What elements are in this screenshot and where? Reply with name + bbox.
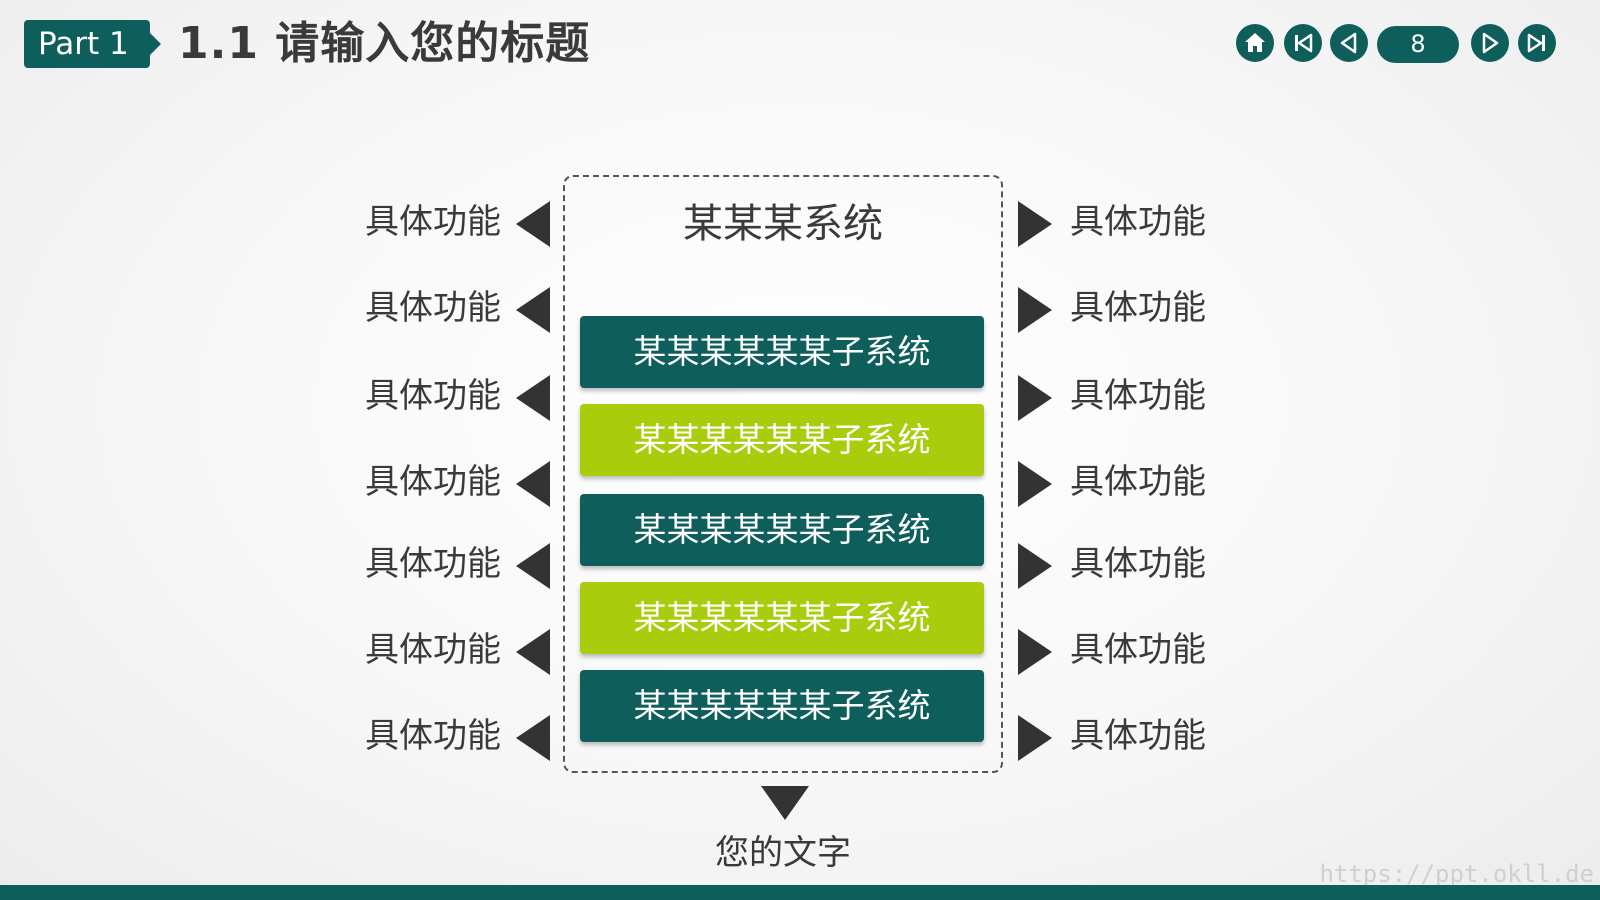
footer-bar: [0, 885, 1600, 900]
home-button[interactable]: [1236, 24, 1274, 62]
arrow-left-icon: [516, 375, 550, 421]
right-function-label: 具体功能: [1070, 630, 1206, 670]
subsystem-block[interactable]: 某某某某某某子系统: [580, 670, 984, 742]
next-page-button[interactable]: [1471, 24, 1509, 62]
arrow-right-icon: [1018, 201, 1052, 247]
page-number: 8: [1377, 26, 1459, 63]
last-page-button[interactable]: [1518, 24, 1556, 62]
system-title: 某某某系统: [683, 201, 883, 247]
arrow-right-icon: [1018, 461, 1052, 507]
arrow-left-icon: [516, 715, 550, 761]
subsystem-block[interactable]: 某某某某某某子系统: [580, 404, 984, 476]
arrow-right-icon: [1018, 375, 1052, 421]
part-badge: Part 1: [24, 20, 161, 68]
subsystem-block[interactable]: 某某某某某某子系统: [580, 582, 984, 654]
subsystem-block[interactable]: 某某某某某某子系统: [580, 494, 984, 566]
right-function-label: 具体功能: [1070, 376, 1206, 416]
left-function-label: 具体功能: [365, 630, 501, 670]
arrow-right-icon: [1018, 715, 1052, 761]
arrow-right-icon: [1018, 629, 1052, 675]
last-page-icon: [1527, 33, 1545, 53]
bottom-text: 您的文字: [715, 833, 851, 873]
arrow-left-icon: [516, 201, 550, 247]
right-function-label: 具体功能: [1070, 544, 1206, 584]
arrow-left-icon: [516, 629, 550, 675]
page-title: 1.1 请输入您的标题: [178, 18, 591, 69]
left-function-label: 具体功能: [365, 202, 501, 242]
next-page-icon: [1482, 32, 1499, 54]
right-function-label: 具体功能: [1070, 462, 1206, 502]
right-function-label: 具体功能: [1070, 288, 1206, 328]
arrow-left-icon: [516, 287, 550, 333]
left-function-label: 具体功能: [365, 376, 501, 416]
first-page-button[interactable]: [1284, 24, 1322, 62]
prev-page-button[interactable]: [1330, 24, 1368, 62]
left-function-label: 具体功能: [365, 544, 501, 584]
prev-page-icon: [1340, 32, 1357, 54]
home-icon: [1245, 33, 1265, 52]
left-function-label: 具体功能: [365, 716, 501, 756]
arrow-right-icon: [1018, 543, 1052, 589]
watermark-text: https://ppt.okll.de: [1319, 860, 1594, 888]
arrow-down-icon: [761, 786, 809, 820]
arrow-left-icon: [516, 543, 550, 589]
system-frame: [563, 175, 1003, 773]
left-function-label: 具体功能: [365, 462, 501, 502]
right-function-label: 具体功能: [1070, 716, 1206, 756]
arrow-right-icon: [1018, 287, 1052, 333]
first-page-icon: [1295, 33, 1313, 53]
arrow-left-icon: [516, 461, 550, 507]
left-function-label: 具体功能: [365, 288, 501, 328]
right-function-label: 具体功能: [1070, 202, 1206, 242]
subsystem-block[interactable]: 某某某某某某子系统: [580, 316, 984, 388]
